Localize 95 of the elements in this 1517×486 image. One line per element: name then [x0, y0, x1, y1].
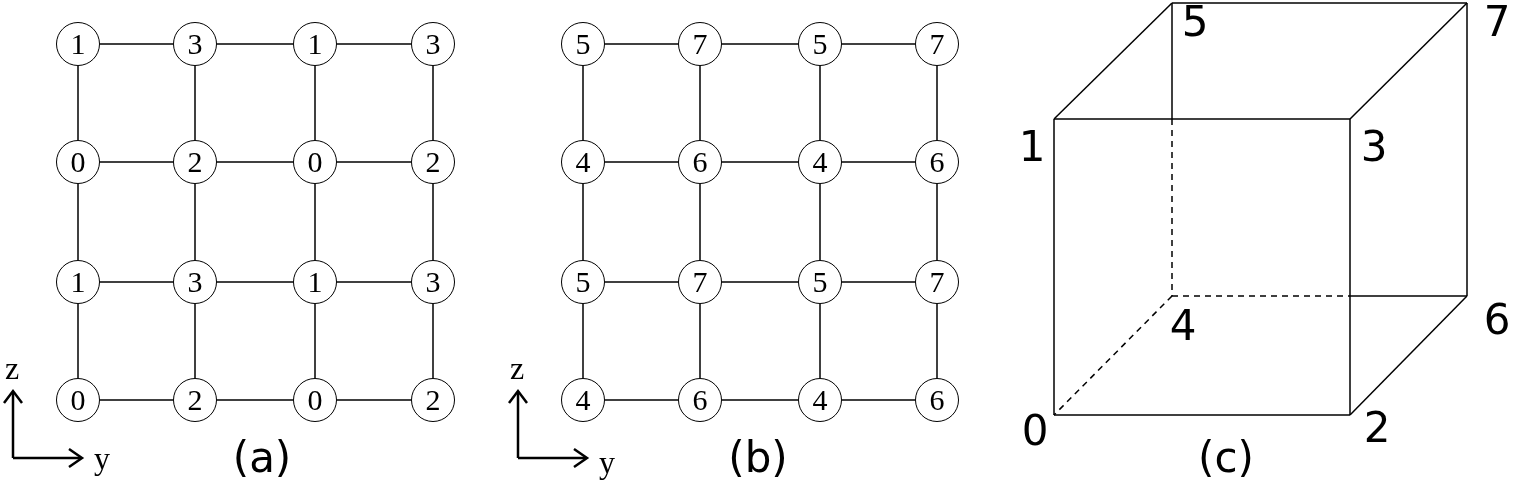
number-circle: 5 [561, 22, 605, 66]
number-circle: 6 [915, 140, 959, 184]
connector-line [936, 65, 938, 141]
vertex-label: 7 [1483, 1, 1511, 43]
connector-line [841, 399, 916, 401]
number-circle: 0 [293, 378, 337, 422]
connector-line [936, 303, 938, 379]
connector-line [699, 65, 701, 141]
connector-line [432, 303, 434, 379]
connector-line [582, 65, 584, 141]
connector-line [819, 65, 821, 141]
panel-label: (a) [232, 437, 292, 479]
connector-line [582, 183, 584, 261]
number-circle: 6 [678, 140, 722, 184]
number-circle: 3 [173, 260, 217, 304]
axis-label: y [94, 442, 110, 474]
connector-line [699, 183, 701, 261]
connector-line [432, 183, 434, 261]
connector-line [99, 161, 174, 163]
number-circle: 3 [411, 260, 455, 304]
number-circle: 1 [293, 22, 337, 66]
number-circle: 4 [561, 140, 605, 184]
axis-label: z [509, 352, 525, 384]
number-circle: 2 [411, 378, 455, 422]
connector-line [99, 281, 174, 283]
connector-line [336, 161, 412, 163]
number-circle: 2 [173, 140, 217, 184]
number-circle: 3 [173, 22, 217, 66]
connector-line [77, 65, 79, 141]
connector-line [721, 43, 799, 45]
number-circle: 6 [678, 378, 722, 422]
vertex-label: 1 [1018, 126, 1046, 168]
connector-line [841, 161, 916, 163]
number-circle: 1 [293, 260, 337, 304]
connector-line [99, 43, 174, 45]
number-circle: 7 [678, 22, 722, 66]
connector-line [582, 303, 584, 379]
number-circle: 4 [798, 378, 842, 422]
connector-line [936, 183, 938, 261]
vertex-label: 6 [1483, 299, 1511, 341]
vertex-label: 0 [1021, 410, 1049, 452]
panel-label: (c) [1198, 437, 1254, 479]
connector-line [841, 43, 916, 45]
number-circle: 7 [678, 260, 722, 304]
number-circle: 3 [411, 22, 455, 66]
vertex-label: 5 [1181, 1, 1209, 43]
number-circle: 2 [411, 140, 455, 184]
vertex-label: 3 [1360, 126, 1388, 168]
number-circle: 0 [293, 140, 337, 184]
connector-line [721, 399, 799, 401]
connector-line [432, 65, 434, 141]
connector-line [99, 399, 174, 401]
connector-line [336, 281, 412, 283]
connector-line [604, 161, 679, 163]
connector-line [77, 183, 79, 261]
connector-line [699, 303, 701, 379]
vertex-label: 4 [1169, 305, 1197, 347]
connector-line [194, 183, 196, 261]
connector-line [604, 43, 679, 45]
connector-line [336, 43, 412, 45]
number-circle: 0 [56, 140, 100, 184]
connector-line [841, 281, 916, 283]
number-circle: 7 [915, 260, 959, 304]
axis-label: y [599, 446, 615, 478]
axis-label: z [4, 352, 20, 384]
number-circle: 4 [798, 140, 842, 184]
connector-line [604, 281, 679, 283]
connector-line [819, 303, 821, 379]
number-circle: 4 [561, 378, 605, 422]
connector-line [216, 161, 294, 163]
number-circle: 1 [56, 22, 100, 66]
number-circle: 5 [798, 260, 842, 304]
vertex-label: 2 [1363, 407, 1391, 449]
connector-line [721, 281, 799, 283]
connector-line [314, 65, 316, 141]
connector-line [336, 399, 412, 401]
connector-line [819, 183, 821, 261]
number-circle: 2 [173, 378, 217, 422]
connector-line [77, 303, 79, 379]
number-circle: 5 [798, 22, 842, 66]
panel-label: (b) [728, 437, 788, 479]
connector-line [216, 399, 294, 401]
number-circle: 5 [561, 260, 605, 304]
number-circle: 6 [915, 378, 959, 422]
number-circle: 1 [56, 260, 100, 304]
connector-line [604, 399, 679, 401]
connector-line [194, 303, 196, 379]
connector-line [314, 183, 316, 261]
connector-line [194, 65, 196, 141]
connector-line [216, 43, 294, 45]
connector-line [216, 281, 294, 283]
number-circle: 0 [56, 378, 100, 422]
number-circle: 7 [915, 22, 959, 66]
connector-line [721, 161, 799, 163]
connector-line [314, 303, 316, 379]
